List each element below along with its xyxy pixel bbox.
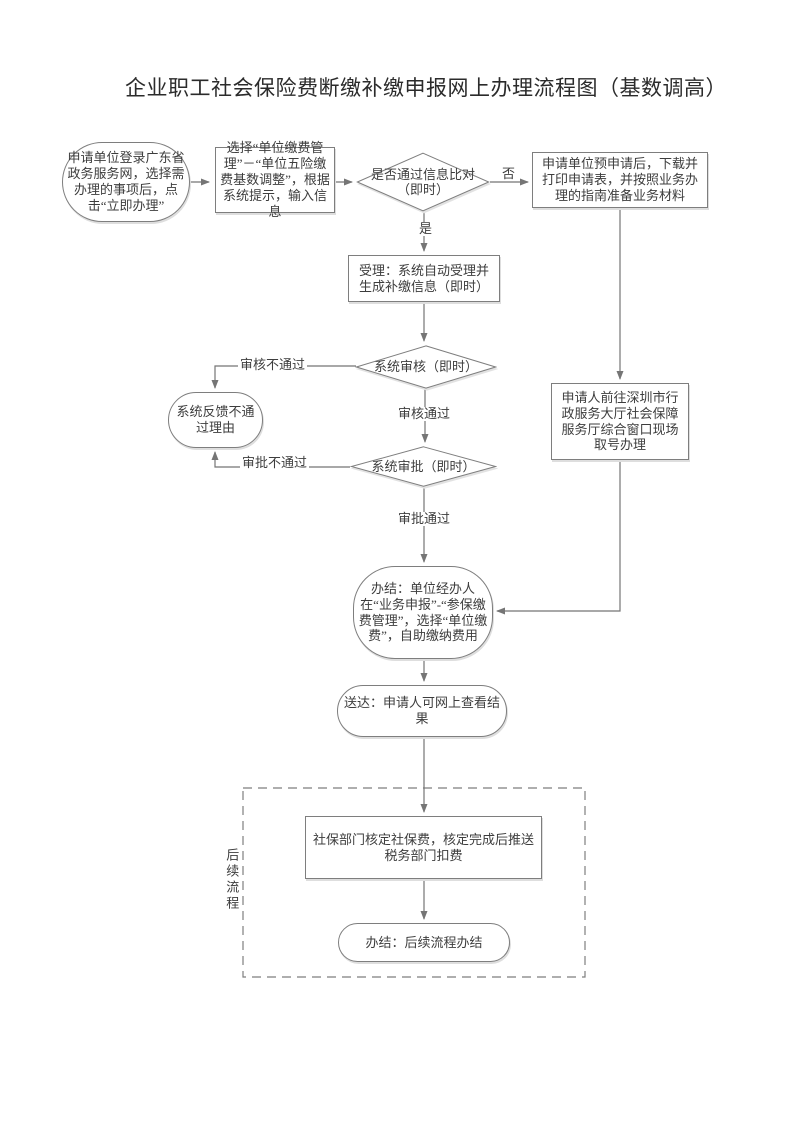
- edge-label-review-pass: 审核通过: [396, 406, 453, 422]
- followup-process-label: 后续流程: [224, 846, 240, 914]
- flow-decision-info-check-text: 是否通过信息比对（即时）: [370, 166, 475, 197]
- flow-node-verify-fee-text: 社保部门核定社保费，核定完成后推送税务部门扣费: [312, 831, 534, 863]
- edge-label-yes: 是: [417, 221, 435, 237]
- followup-dashed-box: [242, 787, 586, 978]
- edge-label-review-fail: 审核不通过: [238, 357, 308, 373]
- diamond-shape: [356, 152, 490, 212]
- flow-node-deliver-result: 送达：申请人可网上查看结果: [337, 685, 507, 737]
- flow-node-start-text: 申请单位登录广东省政务服务网，选择需办理的事项后，点击“立即办理”: [67, 150, 185, 213]
- flow-node-accept-text: 受理：系统自动受理并生成补缴信息（即时）: [358, 262, 489, 294]
- flow-node-select-menu: 选择“单位缴费管理”－“单位五险缴费基数调整”，根据系统提示，输入信息: [215, 140, 335, 219]
- flow-node-complete-selfpay: 办结：单位经办人在“业务申报”-“参保缴费管理”，选择“单位缴费”，自助缴纳费用: [353, 566, 493, 659]
- edge-label-approve-pass: 审批通过: [396, 511, 453, 527]
- flow-node-accept: 受理：系统自动受理并生成补缴信息（即时）: [348, 255, 500, 302]
- edge-label-no: 否: [500, 166, 518, 182]
- flow-decision-system-approval-text: 系统审批（即时）: [371, 458, 476, 474]
- flow-decision-system-review: 系统审核（即时）: [355, 345, 497, 389]
- page-title: 企业职工社会保险费断缴补缴申报网上办理流程图（基数调高）: [125, 76, 727, 100]
- diamond-shape: [355, 345, 497, 389]
- flow-decision-info-check: 是否通过信息比对（即时）: [356, 152, 490, 212]
- flow-node-select-menu-text: 选择“单位缴费管理”－“单位五险缴费基数调整”，根据系统提示，输入信息: [220, 140, 330, 219]
- flow-node-service-hall-text: 申请人前往深圳市行政服务大厅社会保障服务厅综合窗口现场取号办理: [561, 389, 679, 453]
- flow-node-prepare-materials-text: 申请单位预申请后，下载并打印申请表，并按照业务办理的指南准备业务材料: [541, 156, 698, 203]
- flow-node-final-complete: 办结：后续流程办结: [338, 923, 510, 962]
- flow-node-final-complete-text: 办结：后续流程办结: [365, 934, 483, 950]
- flow-node-complete-selfpay-text: 办结：单位经办人在“业务申报”-“参保缴费管理”，选择“单位缴费”，自助缴纳费用: [358, 580, 488, 644]
- flow-decision-system-approval: 系统审批（即时）: [350, 446, 497, 487]
- edge-label-approve-fail: 审批不通过: [240, 455, 310, 471]
- flow-node-prepare-materials: 申请单位预申请后，下载并打印申请表，并按照业务办理的指南准备业务材料: [532, 152, 708, 208]
- flow-decision-system-review-text: 系统审核（即时）: [373, 359, 478, 375]
- diamond-shape: [350, 446, 497, 487]
- flow-node-start: 申请单位登录广东省政务服务网，选择需办理的事项后，点击“立即办理”: [62, 142, 190, 222]
- flow-node-verify-fee: 社保部门核定社保费，核定完成后推送税务部门扣费: [305, 816, 542, 879]
- edge-review-feedback: [211, 365, 356, 389]
- flow-node-feedback-reason: 系统反馈不通过理由: [168, 392, 263, 448]
- flow-node-deliver-result-text: 送达：申请人可网上查看结果: [343, 695, 500, 726]
- flow-node-service-hall: 申请人前往深圳市行政服务大厅社会保障服务厅综合窗口现场取号办理: [551, 383, 689, 460]
- flow-node-feedback-reason-text: 系统反馈不通过理由: [176, 404, 255, 435]
- edge-hall-complete: [496, 460, 621, 615]
